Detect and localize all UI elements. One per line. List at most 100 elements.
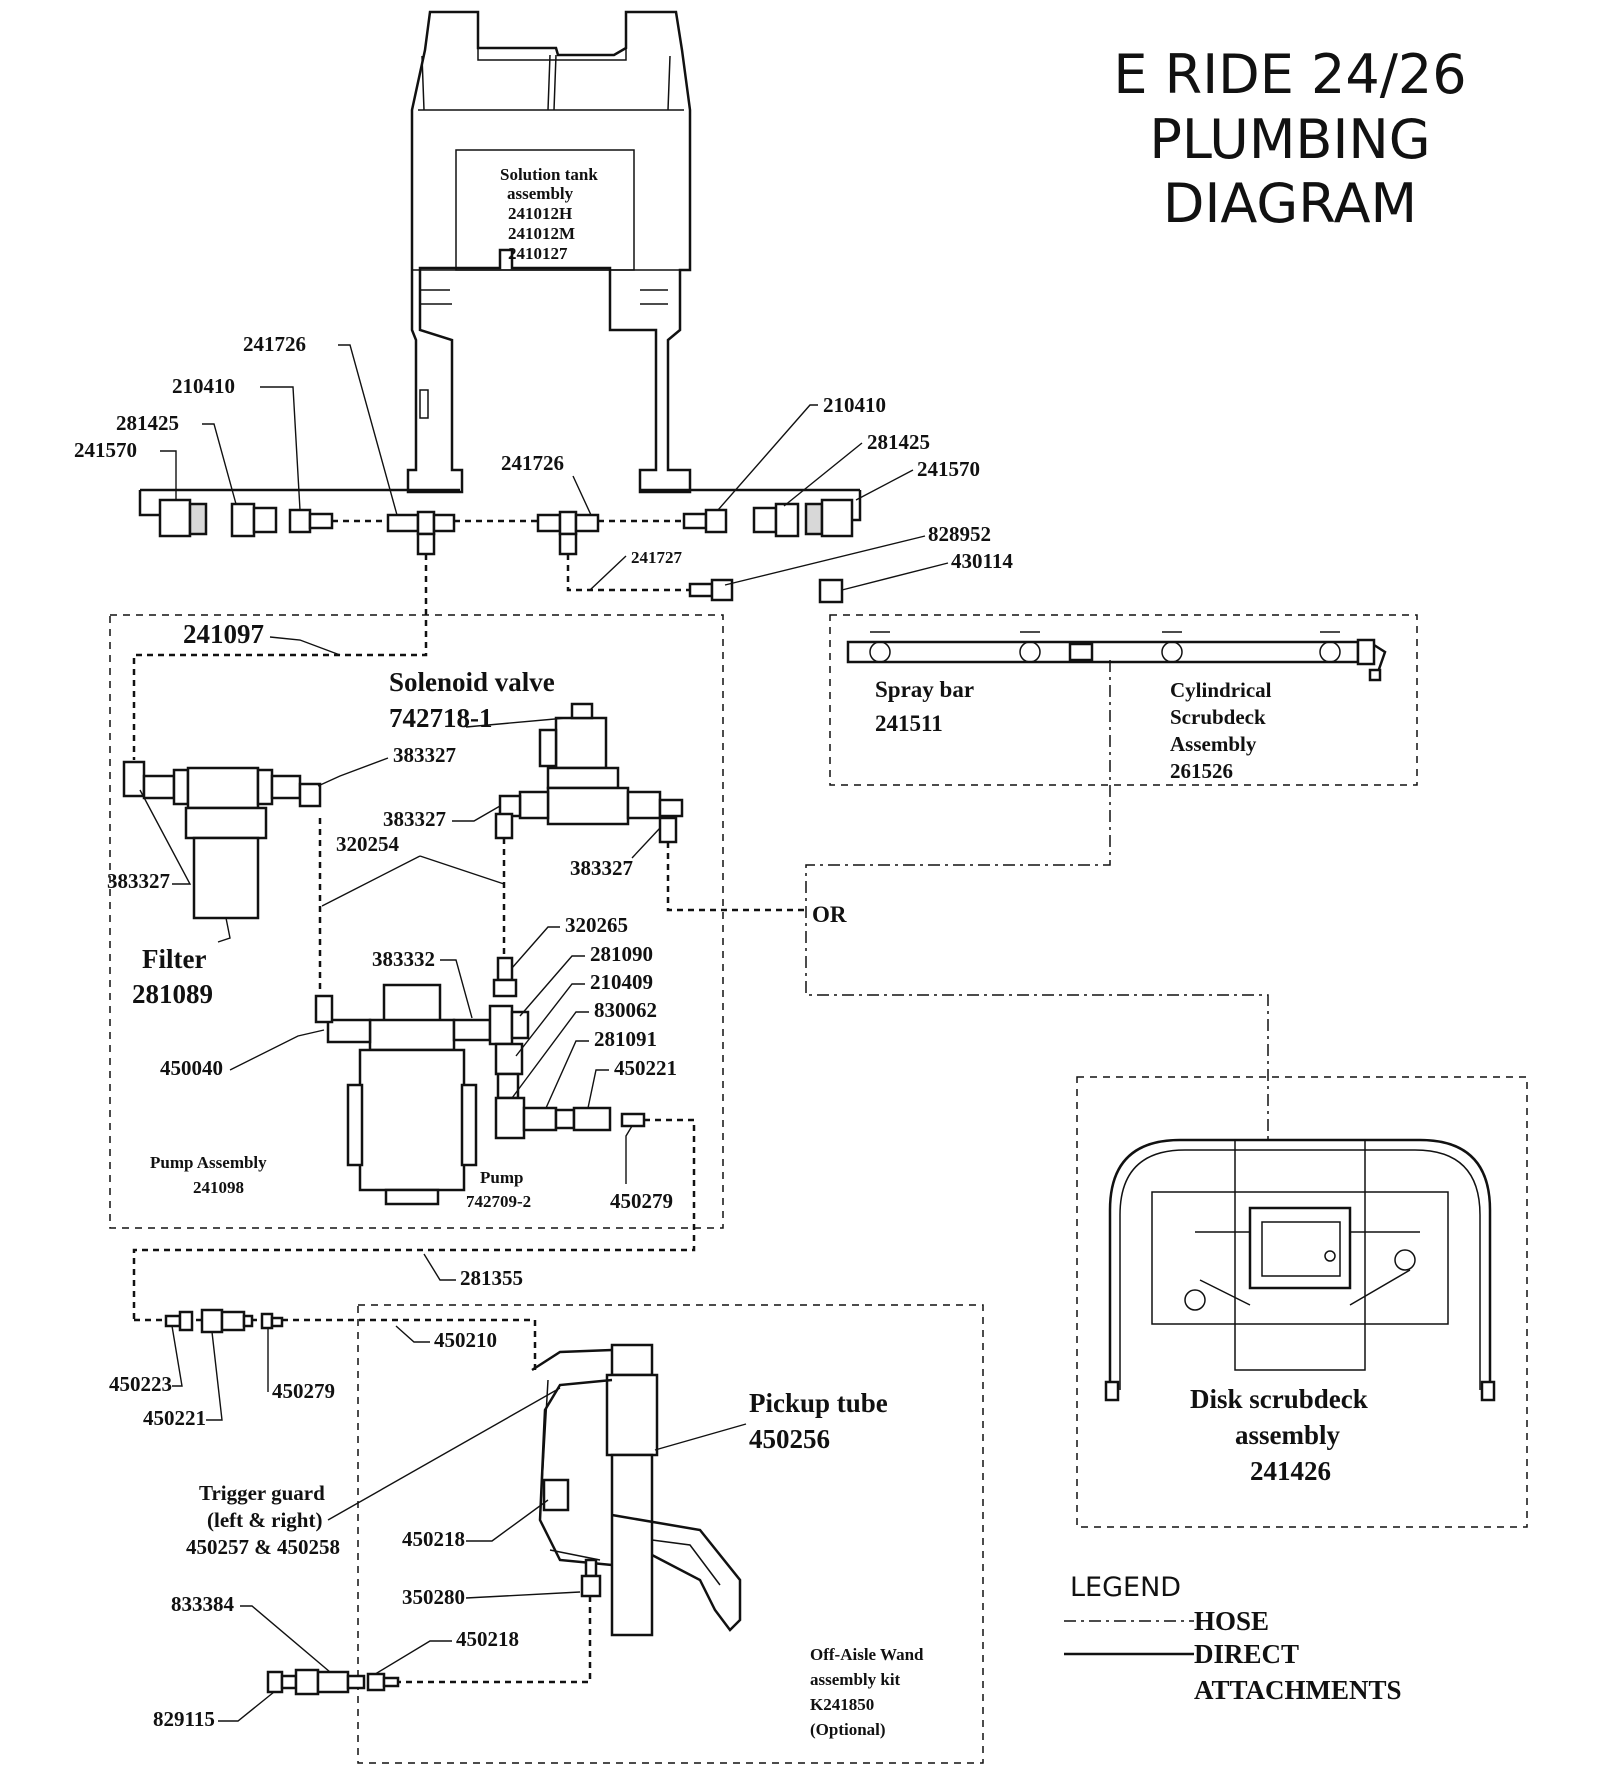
fitting-281425-left [230,502,256,538]
fitting-829115 [266,1670,284,1694]
label-430114: 430114 [951,549,1013,573]
fitting-450218-lower [366,1672,386,1692]
label-241570-right: 241570 [917,457,980,481]
solution-tank: Solution tank assembly 241012H 241012M 2… [406,10,692,494]
label-450279-wand: 450279 [272,1379,335,1403]
pickup-tube-part: 450256 [749,1424,830,1454]
fitting-281425-right [774,502,800,538]
label-241726-left: 241726 [243,332,306,356]
trigger-guard-line-1: Trigger guard [199,1481,325,1505]
pump-label: Pump [480,1168,523,1187]
pump-742709-2 [314,956,646,1206]
spray-bar-box: Spray bar 241511 Cylindrical Scrubdeck A… [829,614,1418,786]
tee-241726-left [386,513,420,533]
label-450218-upper: 450218 [402,1527,465,1551]
or-label: OR [812,902,847,927]
solenoid-part: 742718-1 [389,703,493,733]
label-450218-lower: 450218 [456,1627,519,1651]
cap-430114 [818,578,844,604]
label-320265: 320265 [565,913,628,937]
disk-scrubdeck-box: Disk scrubdeck assembly 241426 [1076,1076,1528,1528]
pump-assembly-box: 241097 Filter 281089 [107,554,810,1320]
label-450279-pump: 450279 [610,1189,673,1213]
pickup-tube-450256 [531,1343,742,1637]
fitting-210410-left [288,508,312,534]
disk-scrubdeck-line-1: Disk scrubdeck [1190,1384,1368,1414]
diagram-title: E RIDE 24/26 PLUMBING DIAGRAM [1113,43,1466,235]
connector-450218-upper [542,1478,570,1512]
label-829115: 829115 [153,1707,215,1731]
fitting-833384 [294,1668,320,1696]
wand-section: 281355 450223 450221 450279 450210 [109,1253,984,1764]
legend-direct-label-1: DIRECT [1194,1639,1299,1669]
disk-scrubdeck-part: 241426 [1250,1456,1331,1486]
fitting-210410-right [704,508,728,534]
pump-part: 742709-2 [466,1192,531,1211]
label-450210: 450210 [434,1328,497,1352]
solenoid-label: Solenoid valve [389,667,555,697]
cyl-scrubdeck-line-1: Cylindrical [1170,678,1272,702]
label-833384: 833384 [171,1592,235,1616]
label-383327-a: 383327 [393,743,456,767]
valve-241570-right [820,498,854,538]
solenoid-valve [494,702,684,844]
legend-direct-label-2: ATTACHMENTS [1194,1675,1402,1705]
label-450221-wand: 450221 [143,1406,206,1430]
label-210409: 210409 [590,970,653,994]
label-383327-b: 383327 [383,807,446,831]
filter-281089 [122,760,322,920]
label-830062: 830062 [594,998,657,1022]
label-450040: 450040 [160,1056,223,1080]
tank-part-1: 241012H [508,204,572,223]
fitting-350280 [580,1574,602,1598]
tank-label-2: assembly [507,184,574,203]
spray-bar-241511 [846,640,1360,664]
legend: LEGEND HOSE DIRECT ATTACHMENTS [1064,1572,1402,1705]
label-241570-left: 241570 [74,438,137,462]
kit-part: K241850 [810,1695,874,1714]
label-350280: 350280 [402,1585,465,1609]
fitting-450223 [164,1314,182,1328]
title-line-2: PLUMBING [1149,108,1430,171]
label-241097: 241097 [183,619,264,649]
disk-scrubdeck-line-2: assembly [1235,1420,1341,1450]
spray-bar-label: Spray bar [875,677,974,702]
label-281425-right: 281425 [867,430,930,454]
title-line-1: E RIDE 24/26 [1113,43,1466,106]
fitting-450279-wand [260,1312,274,1330]
top-part-labels: 241726 210410 281425 241570 241726 21041… [74,332,1013,591]
label-210410-right: 210410 [823,393,886,417]
title-line-3: DIAGRAM [1163,172,1417,235]
pump-assembly-label: Pump Assembly [150,1153,267,1172]
filter-part: 281089 [132,979,213,1009]
label-450223: 450223 [109,1372,172,1396]
cyl-scrubdeck-line-2: Scrubdeck [1170,705,1266,729]
tank-label-1: Solution tank [500,165,598,184]
tank-part-2: 241012M [508,224,575,243]
label-281355: 281355 [460,1266,523,1290]
label-320254: 320254 [336,832,400,856]
quick-connect-chain [266,1668,400,1696]
cyl-scrubdeck-part: 261526 [1170,759,1233,783]
kit-optional: (Optional) [810,1720,886,1739]
label-281425-left: 281425 [116,411,179,435]
label-383332: 383332 [372,947,435,971]
trigger-guard-line-3: 450257 & 450258 [186,1535,340,1559]
kit-label-2: assembly kit [810,1670,901,1689]
label-828952: 828952 [928,522,991,546]
label-281091: 281091 [594,1027,657,1051]
label-241727: 241727 [631,548,683,567]
trigger-guard-line-2: (left & right) [207,1508,322,1532]
top-hose-line [138,488,862,604]
pickup-tube-label: Pickup tube [749,1388,888,1418]
label-383327-c: 383327 [107,869,170,893]
label-383327-d: 383327 [570,856,633,880]
legend-title: LEGEND [1070,1572,1181,1603]
cyl-scrubdeck-line-3: Assembly [1170,732,1257,756]
fitting-828952 [688,582,714,598]
kit-label-1: Off-Aisle Wand [810,1645,924,1664]
tank-part-3: 2410127 [508,244,568,263]
valve-241570-left [158,498,192,538]
label-281090: 281090 [590,942,653,966]
